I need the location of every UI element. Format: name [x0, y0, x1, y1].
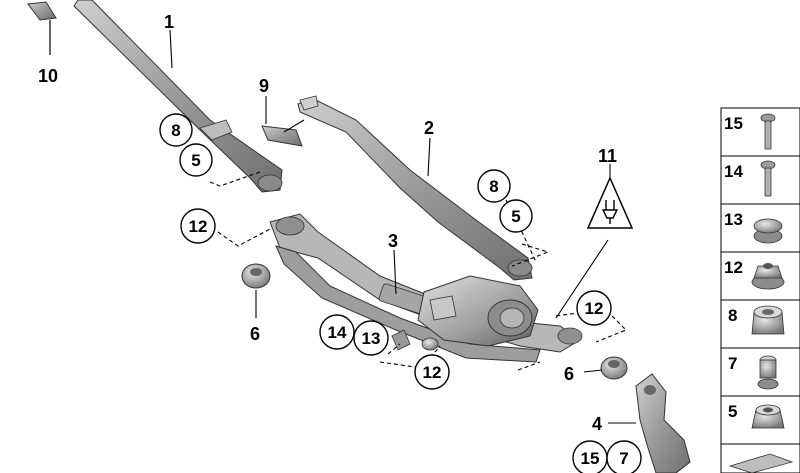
- legend-item-partial: [728, 453, 794, 473]
- svg-text:12: 12: [724, 258, 743, 277]
- callout-7: 7: [606, 440, 642, 473]
- svg-text:14: 14: [328, 323, 347, 342]
- legend-item-15: 15: [724, 113, 776, 150]
- callout-15: 15: [572, 440, 608, 473]
- legend-item-12: 12: [724, 258, 785, 290]
- legend-item-8: 8: [728, 305, 785, 335]
- svg-text:12: 12: [585, 299, 604, 318]
- svg-text:8: 8: [489, 177, 498, 196]
- svg-text:7: 7: [728, 354, 737, 373]
- svg-text:5: 5: [728, 402, 737, 421]
- callout-5-right: 5: [499, 199, 533, 233]
- callout-12-left: 12: [180, 208, 216, 244]
- svg-text:15: 15: [581, 449, 600, 468]
- mounting-bracket-part: [635, 373, 691, 473]
- label-4: 4: [592, 414, 602, 434]
- legend-item-14: 14: [724, 160, 776, 197]
- rubber-mount-left-part: [241, 263, 271, 289]
- legend-item-7: 7: [728, 354, 779, 390]
- bolt-nut-parts: [391, 329, 439, 351]
- wiper-motor-part: [417, 275, 539, 347]
- svg-text:12: 12: [189, 217, 208, 236]
- label-1: 1: [164, 12, 174, 32]
- legend-item-5: 5: [728, 402, 785, 429]
- wiper-arm-left-part: [73, 0, 283, 193]
- svg-text:7: 7: [619, 449, 628, 468]
- callout-12-lower: 12: [414, 354, 450, 390]
- callout-5-upper: 5: [179, 143, 213, 177]
- callout-13: 13: [353, 320, 389, 356]
- callout-12-right: 12: [576, 290, 612, 326]
- svg-text:12: 12: [423, 363, 442, 382]
- wiper-arm-right-part: [297, 95, 533, 281]
- label-11: 11: [598, 146, 617, 166]
- legend-item-13: 13: [724, 210, 783, 244]
- callout-8-right: 8: [477, 169, 511, 203]
- svg-text:8: 8: [728, 306, 737, 325]
- callout-14: 14: [319, 314, 355, 350]
- label-9: 9: [259, 76, 269, 96]
- label-2: 2: [424, 118, 434, 138]
- parts-legend: 15 14 13 12 8: [720, 107, 800, 473]
- label-6-left: 6: [250, 324, 260, 344]
- label-6-right: 6: [564, 364, 574, 384]
- svg-text:13: 13: [362, 329, 381, 348]
- wiper-clip-part: [27, 1, 57, 55]
- svg-text:15: 15: [724, 114, 743, 133]
- svg-text:5: 5: [191, 151, 200, 170]
- rubber-mount-right-part: [600, 356, 628, 380]
- svg-text:5: 5: [511, 207, 520, 226]
- electrical-warning-triangle-icon: [586, 176, 634, 229]
- svg-text:14: 14: [724, 162, 743, 181]
- callout-8-upper: 8: [159, 113, 193, 147]
- svg-text:8: 8: [171, 121, 180, 140]
- wiper-cover-cap-part: [261, 125, 303, 147]
- label-3: 3: [388, 231, 398, 251]
- svg-text:13: 13: [724, 210, 743, 229]
- label-10: 10: [38, 66, 58, 86]
